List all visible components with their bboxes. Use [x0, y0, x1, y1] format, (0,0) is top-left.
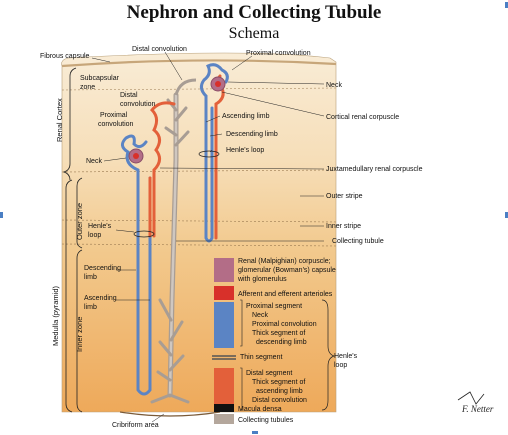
legend-swatch-collecting — [214, 414, 234, 424]
legend-swatch-distal — [214, 368, 234, 404]
legend-dist-thick-2: ascending limb — [256, 388, 303, 395]
henles-loop-upper-label: Henle's loop — [226, 147, 264, 154]
region-braces — [62, 67, 83, 413]
legend-thin-segment: Thin segment — [240, 354, 282, 361]
frame-marker-bottom — [252, 431, 258, 434]
legend-swatch-macula-densa — [214, 404, 234, 412]
cortex-medulla-boundary — [61, 169, 337, 173]
legend-henles-loop-1: Henle's — [334, 353, 358, 360]
legend-henles-loop-2: loop — [334, 362, 347, 369]
cribriform-area-label: Cribriform area — [112, 422, 159, 429]
artist-signature: F. Netter — [457, 391, 494, 414]
legend-renal-corpuscle-2: glomerular (Bowman's) capsule — [238, 267, 336, 274]
distal-convolution-left-label-2: convolution — [120, 101, 156, 108]
fibrous-capsule-label: Fibrous capsule — [40, 53, 90, 60]
subcapsular-boundary — [61, 87, 337, 91]
legend: Renal (Malpighian) corpuscle; glomerular… — [212, 258, 358, 424]
diagram-title: Nephron and Collecting Tubule — [126, 2, 382, 23]
outer-inner-stripe-boundary — [61, 219, 337, 223]
legend-macula-densa: Macula densa — [238, 406, 282, 413]
legend-renal-corpuscle-1: Renal (Malpighian) corpuscle; — [238, 258, 331, 265]
neck-right-label: Neck — [326, 82, 342, 89]
legend-prox-convolution: Proximal convolution — [252, 321, 317, 328]
legend-swatch-arterioles — [214, 286, 234, 300]
distal-convolution-left-label-1: Distal — [120, 92, 138, 99]
cribriform-area — [119, 411, 221, 417]
legend-renal-corpuscle-3: with glomerulus — [237, 276, 287, 283]
connecting-tubule-upper — [174, 78, 197, 96]
collecting-tubule-label: Collecting tubule — [332, 238, 384, 245]
legend-distal-segment: Distal segment — [246, 370, 292, 377]
legend-prox-thick-1: Thick segment of — [252, 330, 305, 337]
medulla-label: Medulla (pyramid) — [51, 285, 60, 346]
legend-dist-convolution: Distal convolution — [252, 397, 307, 404]
proximal-convolution-left-label-2: convolution — [98, 121, 134, 128]
ascending-limb-left-label-1: Ascending — [84, 295, 117, 302]
henles-loop-left-marker — [133, 230, 155, 238]
legend-arterioles: Afferent and efferent arterioles — [238, 291, 333, 298]
henles-loop-left-label-1: Henle's — [88, 223, 112, 230]
proximal-convolution-top-label: Proximal convolution — [246, 50, 311, 57]
legend-swatch-renal-corpuscle — [214, 258, 234, 282]
frame-marker-top-right — [505, 2, 508, 8]
svg-text:F. Netter: F. Netter — [461, 404, 494, 414]
frame-marker-right — [505, 212, 508, 218]
henles-loop-upper-marker — [198, 150, 220, 158]
legend-dist-thick-1: Thick segment of — [252, 379, 305, 386]
leader-lines — [91, 51, 325, 423]
legend-collecting-tubules: Collecting tubules — [238, 417, 294, 424]
descending-limb-left-label-2: limb — [84, 274, 97, 281]
subcapsular-zone-label-1: Subcapsular — [80, 75, 120, 82]
legend-proximal-segment: Proximal segment — [246, 303, 302, 310]
outer-inner-zone-boundary — [61, 243, 337, 247]
inner-stripe-label: Inner stripe — [326, 223, 361, 230]
fibrous-capsule-band — [61, 59, 337, 68]
proximal-convolution-left-label-1: Proximal — [100, 112, 128, 119]
outer-stripe-label: Outer stripe — [326, 193, 363, 200]
ascending-limb-label: Ascending limb — [222, 113, 270, 120]
descending-limb-left-label-1: Descending — [84, 265, 121, 272]
kidney-section-background — [61, 52, 337, 413]
ascending-limb-left-label-2: limb — [84, 304, 97, 311]
juxtamedullary-nephron — [121, 101, 176, 396]
cortical-renal-corpuscle-label: Cortical renal corpuscle — [326, 114, 399, 121]
frame-marker-left — [0, 212, 3, 218]
subcapsular-zone-label-2: zone — [80, 84, 95, 91]
legend-swatch-proximal — [214, 302, 234, 348]
neck-left-label: Neck — [86, 158, 102, 165]
legend-prox-thick-2: descending limb — [256, 339, 307, 346]
inner-zone-label: Inner zone — [75, 317, 84, 352]
outer-zone-label: Outer zone — [75, 203, 84, 240]
diagram-subtitle: Schema — [228, 25, 280, 42]
distal-convolution-top-label: Distal convolution — [132, 46, 187, 53]
descending-limb-label: Descending limb — [226, 131, 278, 138]
henles-loop-left-label-2: loop — [88, 232, 101, 239]
juxtamedullary-corpuscle-label: Juxtamedullary renal corpuscle — [326, 166, 423, 173]
legend-prox-neck: Neck — [252, 312, 268, 319]
renal-cortex-label: Renal Cortex — [55, 98, 64, 142]
